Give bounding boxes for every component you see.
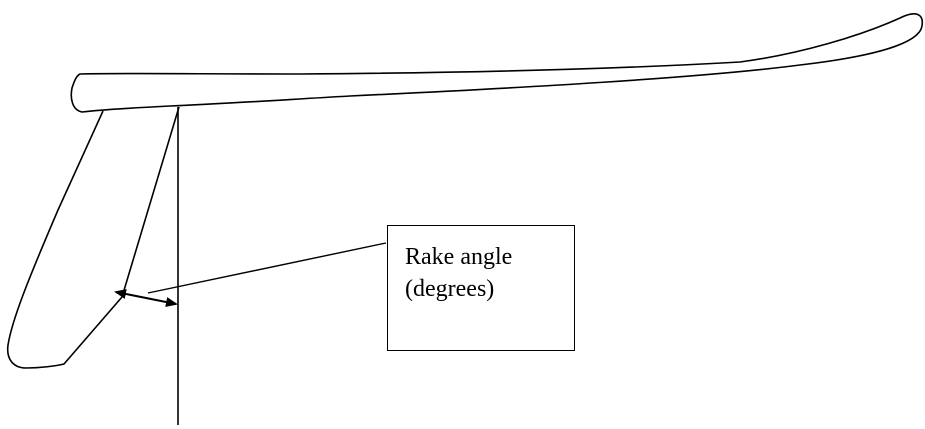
- callout-leader-line: [147, 242, 387, 294]
- rake-angle-arrow: [114, 289, 178, 307]
- callout-label-line-2: (degrees): [405, 276, 495, 302]
- fin-outline: [6, 106, 180, 369]
- rake-angle-callout-box: Rake angle (degrees): [387, 225, 575, 351]
- board-outline: [70, 13, 924, 113]
- callout-label-line-1: Rake angle: [405, 244, 513, 270]
